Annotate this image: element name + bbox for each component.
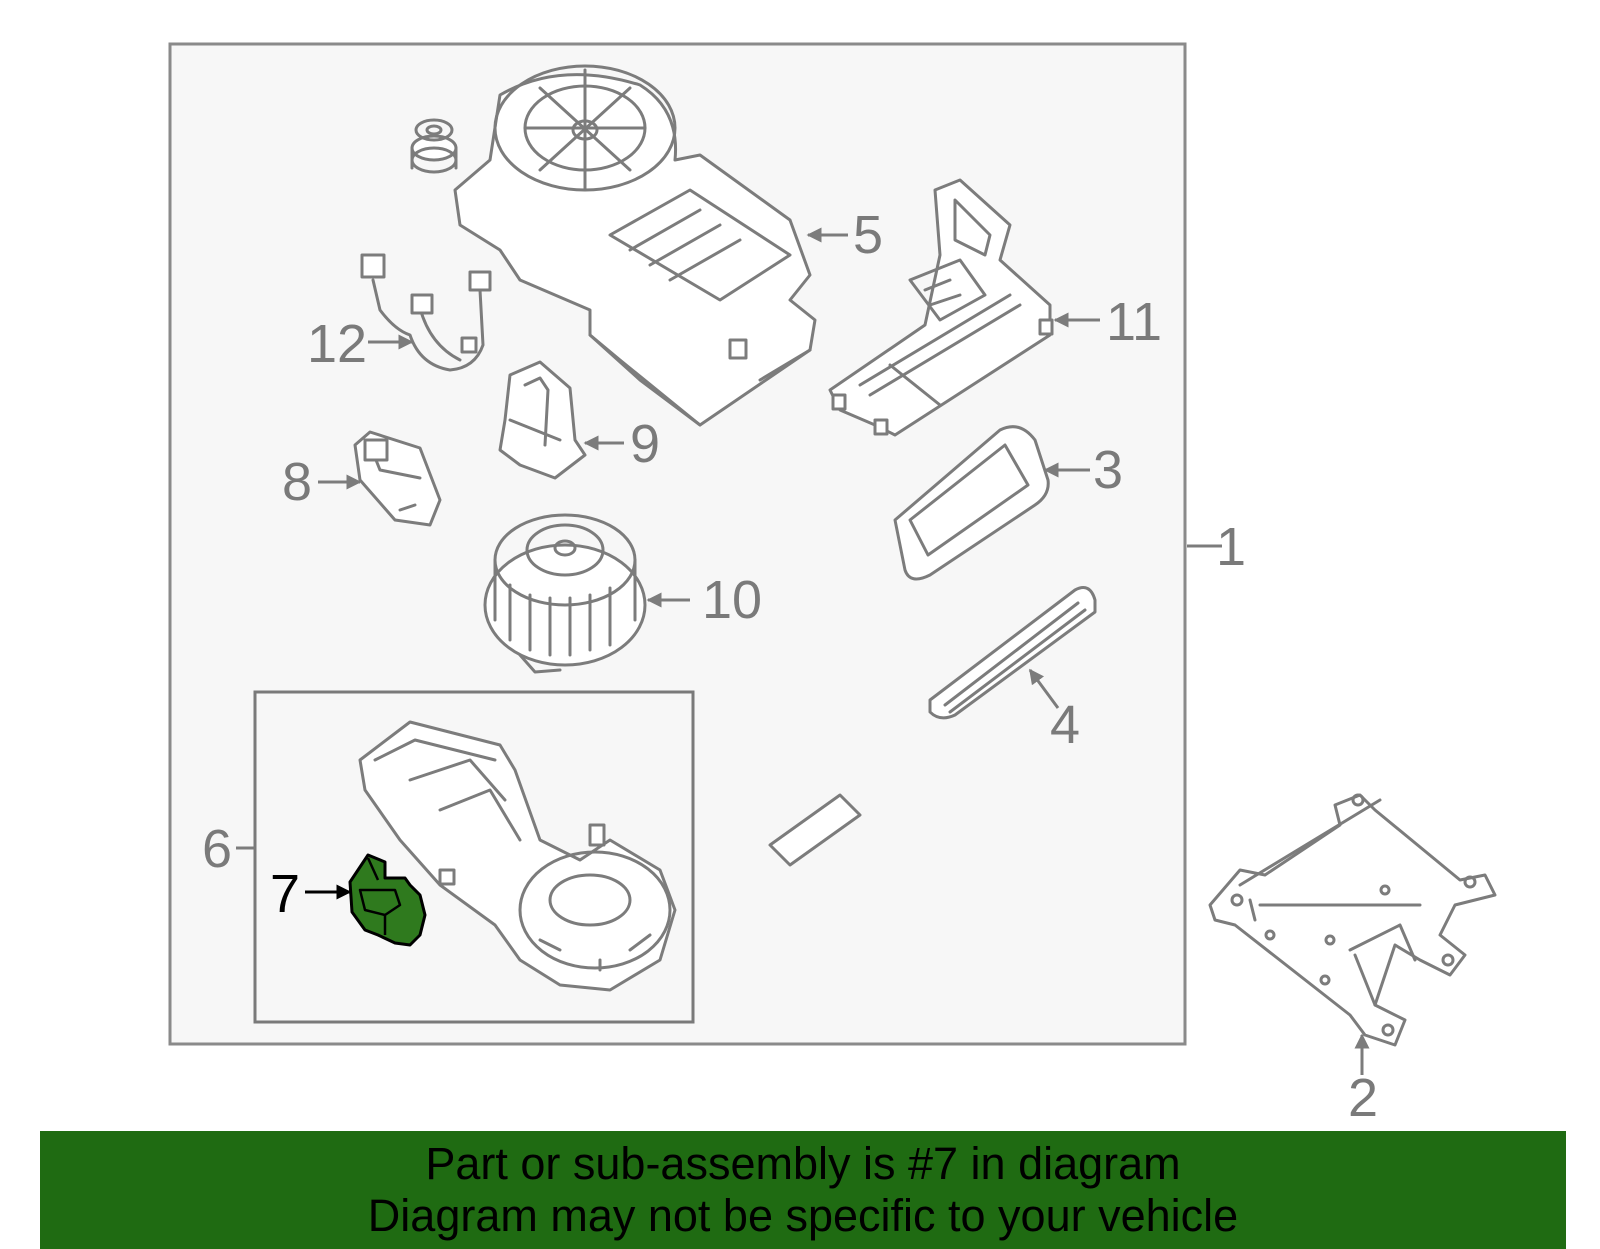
callout-9: 9 (630, 414, 660, 474)
heater-housing-part[interactable] (453, 64, 817, 427)
parts-diagram: 1 2 3 4 5 6 7 8 9 10 11 12 (168, 42, 1497, 1120)
highlighted-actuator-part[interactable] (348, 853, 427, 947)
callout-7: 7 (270, 864, 300, 924)
mount-bracket-part[interactable] (1208, 793, 1497, 1047)
callout-6: 6 (202, 819, 232, 879)
leader-lines (236, 227, 1370, 1075)
callout-11: 11 (1106, 292, 1162, 352)
mount-cylinder-part (410, 118, 458, 174)
resistor-part[interactable] (498, 360, 587, 480)
filter-part[interactable] (893, 425, 1050, 581)
actuator-part[interactable] (353, 430, 442, 527)
blower-motor-part[interactable] (483, 513, 647, 674)
callout-12: 12 (307, 314, 367, 374)
callout-5: 5 (853, 205, 883, 265)
callout-8: 8 (282, 452, 312, 512)
callout-2: 2 (1348, 1068, 1378, 1120)
info-banner: Part or sub-assembly is #7 in diagram Di… (40, 1131, 1566, 1249)
label-plate-part (768, 793, 862, 867)
callout-4: 4 (1050, 695, 1080, 755)
wiring-harness-part[interactable] (360, 253, 492, 372)
callout-3: 3 (1093, 440, 1123, 500)
seal-part[interactable] (928, 586, 1097, 720)
banner-line-1: Part or sub-assembly is #7 in diagram (425, 1138, 1181, 1189)
banner-line-2: Diagram may not be specific to your vehi… (367, 1190, 1239, 1241)
callout-10: 10 (702, 570, 762, 630)
callout-1: 1 (1216, 517, 1246, 577)
duct-bracket-part[interactable] (828, 178, 1054, 437)
upper-housing-part[interactable] (358, 720, 677, 992)
